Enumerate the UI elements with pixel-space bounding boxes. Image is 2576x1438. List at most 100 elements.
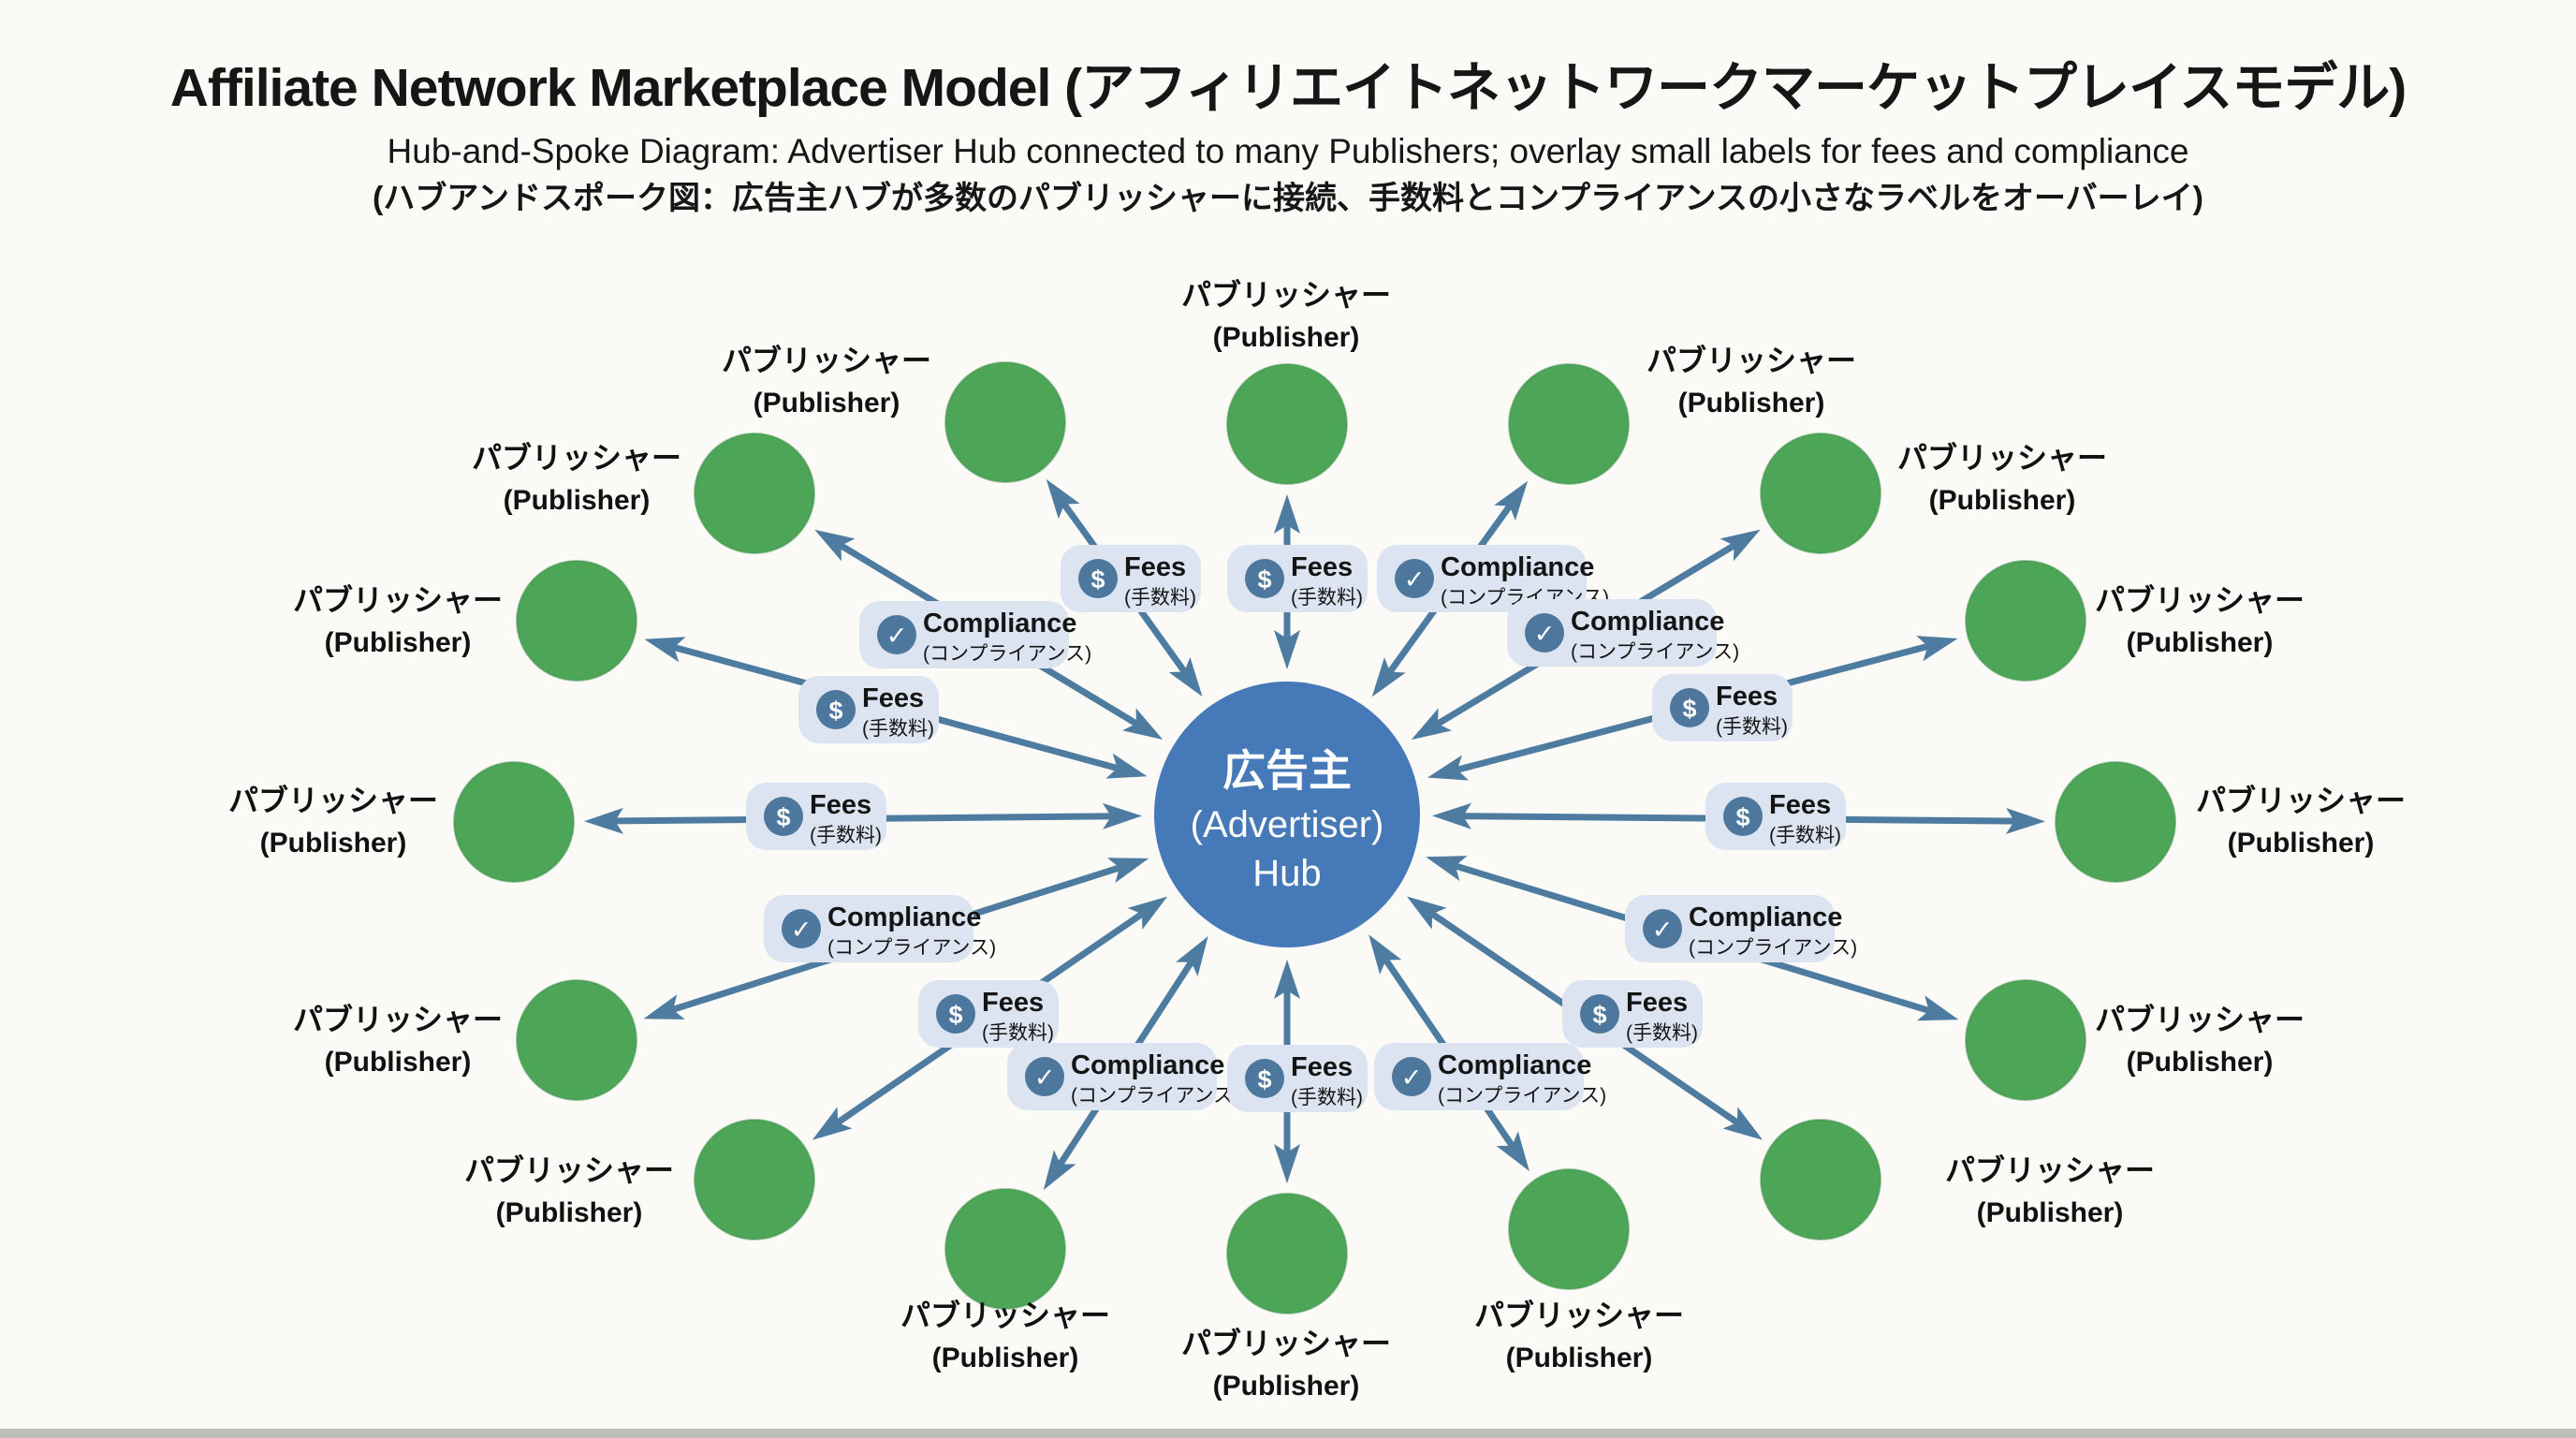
badge-label: Compliance xyxy=(1441,552,1594,582)
publisher-label-en: (Publisher) xyxy=(2127,1047,2274,1078)
badge-label-ja: (手数料) xyxy=(1716,716,1788,738)
publisher-label-ja: パブリッシャー xyxy=(464,1153,674,1187)
check-icon xyxy=(1643,909,1682,948)
publisher-label-en: (Publisher) xyxy=(1929,485,2076,516)
badge-label: Fees xyxy=(1626,988,1688,1018)
badge-label-ja: (手数料) xyxy=(1769,825,1841,846)
publisher-label-en: (Publisher) xyxy=(325,1047,472,1078)
fees-badge: $Fees(手数料) xyxy=(746,783,886,850)
compliance-badge-background xyxy=(1007,1043,1217,1110)
compliance-badge-background xyxy=(764,895,973,962)
fees-badge: $ Fees (手数料) xyxy=(1562,980,1703,1048)
publisher-node xyxy=(1226,1193,1348,1314)
publisher-label-ja: パブリッシャー xyxy=(228,784,438,817)
badge-label-ja: (手数料) xyxy=(1626,1022,1698,1044)
publisher-node xyxy=(1508,363,1630,485)
fees-badge: $Fees(手数料) xyxy=(1061,545,1201,612)
bottom-edge-strip xyxy=(0,1429,2576,1438)
dollar-icon-glyph: $ xyxy=(1735,803,1749,831)
dollar-icon xyxy=(1245,559,1284,598)
publisher-label-en: (Publisher) xyxy=(1977,1197,2124,1228)
check-icon-glyph: ✓ xyxy=(1534,620,1556,648)
publisher-label-en: (Publisher) xyxy=(260,828,407,858)
badge-label: Compliance xyxy=(1571,607,1724,637)
publisher-label-en: (Publisher) xyxy=(2228,828,2375,858)
badge-label-ja: (手数料) xyxy=(1291,587,1363,609)
check-icon-glyph: ✓ xyxy=(1401,1064,1423,1092)
publisher-labels: パブリッシャー (Publisher) パブリッシャー (Publisher) パブリッ… xyxy=(228,278,2406,1401)
publisher-label-ja: パブリッシャー xyxy=(722,344,931,377)
dollar-icon xyxy=(1078,559,1118,598)
publisher-node xyxy=(694,1119,815,1240)
publisher-label-ja: パブリッシャー xyxy=(1181,278,1391,312)
compliance-badge-background xyxy=(1374,1043,1584,1110)
publisher-label-ja: パブリッシャー xyxy=(900,1299,1110,1332)
publisher-node xyxy=(516,560,637,682)
publisher-label-en: (Publisher) xyxy=(1213,322,1360,353)
publisher-label-en: (Publisher) xyxy=(1506,1343,1653,1373)
publisher-label-ja: パブリッシャー xyxy=(2196,784,2406,817)
subtitle-japanese: (ハブアンドスポーク図：広告主ハブが多数のパブリッシャーに接続、手数料とコンプラ… xyxy=(373,180,2203,216)
publisher-node xyxy=(1965,979,2086,1101)
publisher-label-en: (Publisher) xyxy=(1213,1371,1360,1401)
publisher-node xyxy=(694,433,815,554)
diagram-header: Affiliate Network Marketplace Model (アフィ… xyxy=(0,58,2576,218)
fees-badge: $Fees(手数料) xyxy=(1652,674,1793,741)
check-icon xyxy=(877,615,916,654)
badge-label: Fees xyxy=(862,683,924,713)
dollar-icon-glyph: $ xyxy=(1592,1001,1606,1029)
badge-label: Compliance xyxy=(1071,1050,1224,1080)
badge-label: Fees xyxy=(810,790,871,820)
dollar-icon xyxy=(1245,1059,1284,1098)
publisher-label-ja: パブリッシャー xyxy=(1181,1327,1391,1360)
dollar-icon xyxy=(1580,994,1619,1034)
publisher-label-ja: パブリッシャー xyxy=(1647,344,1856,377)
badge-label-ja: (コンプライアンス) xyxy=(827,937,996,959)
advertiser-hub-circle xyxy=(1154,682,1420,947)
dollar-icon xyxy=(764,797,803,836)
check-icon xyxy=(1025,1057,1064,1096)
publisher-label-en: (Publisher) xyxy=(754,388,900,418)
dollar-icon-glyph: $ xyxy=(948,1001,962,1029)
publisher-label-ja: パブリッシャー xyxy=(1945,1153,2155,1187)
check-icon-glyph: ✓ xyxy=(886,622,908,650)
publisher-label-ja: パブリッシャー xyxy=(2095,1003,2305,1036)
publisher-label-ja: パブリッシャー xyxy=(1474,1299,1684,1332)
hub-label-advertiser: (Advertiser) xyxy=(1191,804,1384,845)
publisher-label-ja: パブリッシャー xyxy=(1897,441,2107,475)
badge-label-ja: (手数料) xyxy=(1291,1087,1363,1108)
publisher-node xyxy=(1760,1119,1881,1240)
check-icon-glyph: ✓ xyxy=(1034,1064,1056,1092)
overlay-badges: $Fees(手数料)$Fees(手数料)✓Compliance(コンプライアンス… xyxy=(746,545,1857,1112)
check-icon-glyph: ✓ xyxy=(1404,565,1426,594)
publisher-label-en: (Publisher) xyxy=(932,1343,1079,1373)
badge-label-ja: (手数料) xyxy=(862,718,934,740)
publisher-node xyxy=(453,761,575,883)
publisher-node xyxy=(944,361,1066,483)
publisher-node xyxy=(1965,560,2086,682)
badge-label-ja: (手数料) xyxy=(1124,587,1196,609)
publisher-label-en: (Publisher) xyxy=(2127,627,2274,658)
publisher-label-ja: パブリッシャー xyxy=(293,583,503,617)
compliance-badge: ✓Compliance(コンプライアンス) xyxy=(859,601,1091,668)
publisher-node xyxy=(944,1188,1066,1310)
subtitle-english: Hub-and-Spoke Diagram: Advertiser Hub co… xyxy=(387,131,2189,170)
publisher-label-en: (Publisher) xyxy=(1678,388,1825,418)
compliance-badge-background xyxy=(1377,545,1587,612)
publisher-node xyxy=(1760,433,1881,554)
badge-label: Fees xyxy=(1291,1052,1353,1082)
dollar-icon-glyph: $ xyxy=(1090,565,1105,594)
badge-label: Compliance xyxy=(827,902,981,932)
publisher-node xyxy=(1508,1168,1630,1290)
compliance-badge-background xyxy=(859,601,1069,668)
fees-badge: $Fees(手数料) xyxy=(1227,1045,1368,1112)
compliance-badge: ✓Compliance(コンプライアンス) xyxy=(1007,1043,1239,1110)
compliance-badge: ✓Compliance(コンプライアンス) xyxy=(1507,599,1739,667)
fees-badge: $Fees(手数料) xyxy=(1705,783,1846,850)
compliance-badge: ✓Compliance(コンプライアンス) xyxy=(1625,895,1857,962)
publisher-label-ja: パブリッシャー xyxy=(2095,583,2305,617)
publisher-label-en: (Publisher) xyxy=(504,485,651,516)
compliance-badge: ✓Compliance(コンプライアンス) xyxy=(1374,1043,1606,1110)
check-icon xyxy=(1525,613,1564,653)
publisher-node xyxy=(2055,761,2176,883)
